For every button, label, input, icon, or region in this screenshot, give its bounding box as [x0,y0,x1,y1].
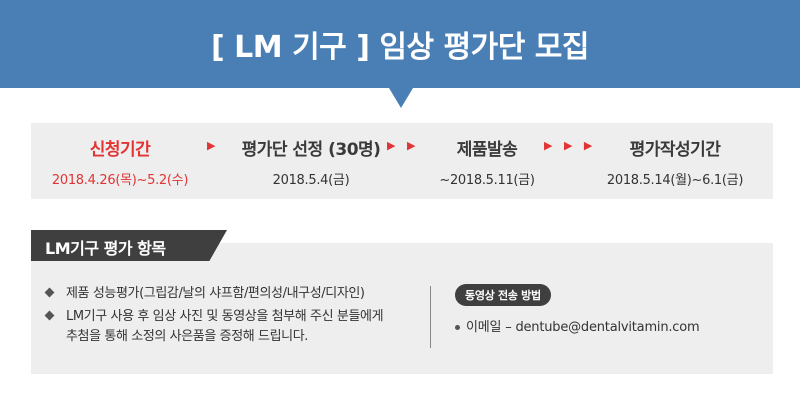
list-item-text: 추첨을 통해 소정의 사은품을 증정해 드립니다. [66,329,309,344]
submission-method: 동영상 전송 방법 이메일 – dentube@dentalvitamin.co… [455,284,700,335]
page-title: [ LM 기구 ] 임상 평가단 모집 [211,30,589,65]
step-application-period: 신청기간 2018.4.26(목)~5.2(수) [31,123,209,199]
step-title: 신청기간 [89,140,151,160]
header-pointer [389,88,413,108]
step-product-shipping: 제품발송 ~2018.5.11(금) [425,123,549,199]
dot-bullet-icon [455,325,460,330]
step-evaluation-period: 평가작성기간 2018.5.14(월)~6.1(금) [593,123,757,199]
diamond-bullet-icon [44,287,55,298]
section-title: LM기구 평가 항목 [45,239,166,258]
section-tab: LM기구 평가 항목 [31,230,227,261]
header-banner: [ LM 기구 ] 임상 평가단 모집 [0,0,800,88]
list-item: 제품 성능평가(그립감/날의 샤프함/편의성/내구성/디자인) [44,284,426,304]
step-panel-selection: 평가단 선정 (30명) 2018.5.4(금) [227,123,395,199]
arrow-icon: ▶ [207,139,220,152]
step-date: 2018.4.26(목)~5.2(수) [51,173,189,188]
email-text: 이메일 – dentube@dentalvitamin.com [466,320,700,335]
schedule-timeline: 신청기간 2018.4.26(목)~5.2(수) ▶ 평가단 선정 (30명) … [31,123,773,199]
email-info: 이메일 – dentube@dentalvitamin.com [455,316,700,335]
step-date: 2018.5.4(금) [272,173,350,188]
double-arrow-icon: ▶ ▶ [387,139,420,152]
step-title: 평가작성기간 [629,140,721,160]
list-item-text: LM기구 사용 후 임상 사진 및 동영상을 첨부해 주신 분들에게 [66,309,384,324]
step-title: 제품발송 [456,140,518,160]
list-item-text: 제품 성능평가(그립감/날의 샤프함/편의성/내구성/디자인) [66,286,365,301]
step-date: 2018.5.14(월)~6.1(금) [606,173,744,188]
vertical-divider [430,286,431,348]
evaluation-items-list: 제품 성능평가(그립감/날의 샤프함/편의성/내구성/디자인) LM기구 사용 … [44,284,426,347]
triple-arrow-icon: ▶ ▶ ▶ [544,139,597,152]
method-badge: 동영상 전송 방법 [455,284,551,306]
list-item: LM기구 사용 후 임상 사진 및 동영상을 첨부해 주신 분들에게 추첨을 통… [44,307,426,347]
diamond-bullet-icon [44,310,55,321]
step-date: ~2018.5.11(금) [439,173,535,188]
step-title: 평가단 선정 (30명) [241,140,381,160]
